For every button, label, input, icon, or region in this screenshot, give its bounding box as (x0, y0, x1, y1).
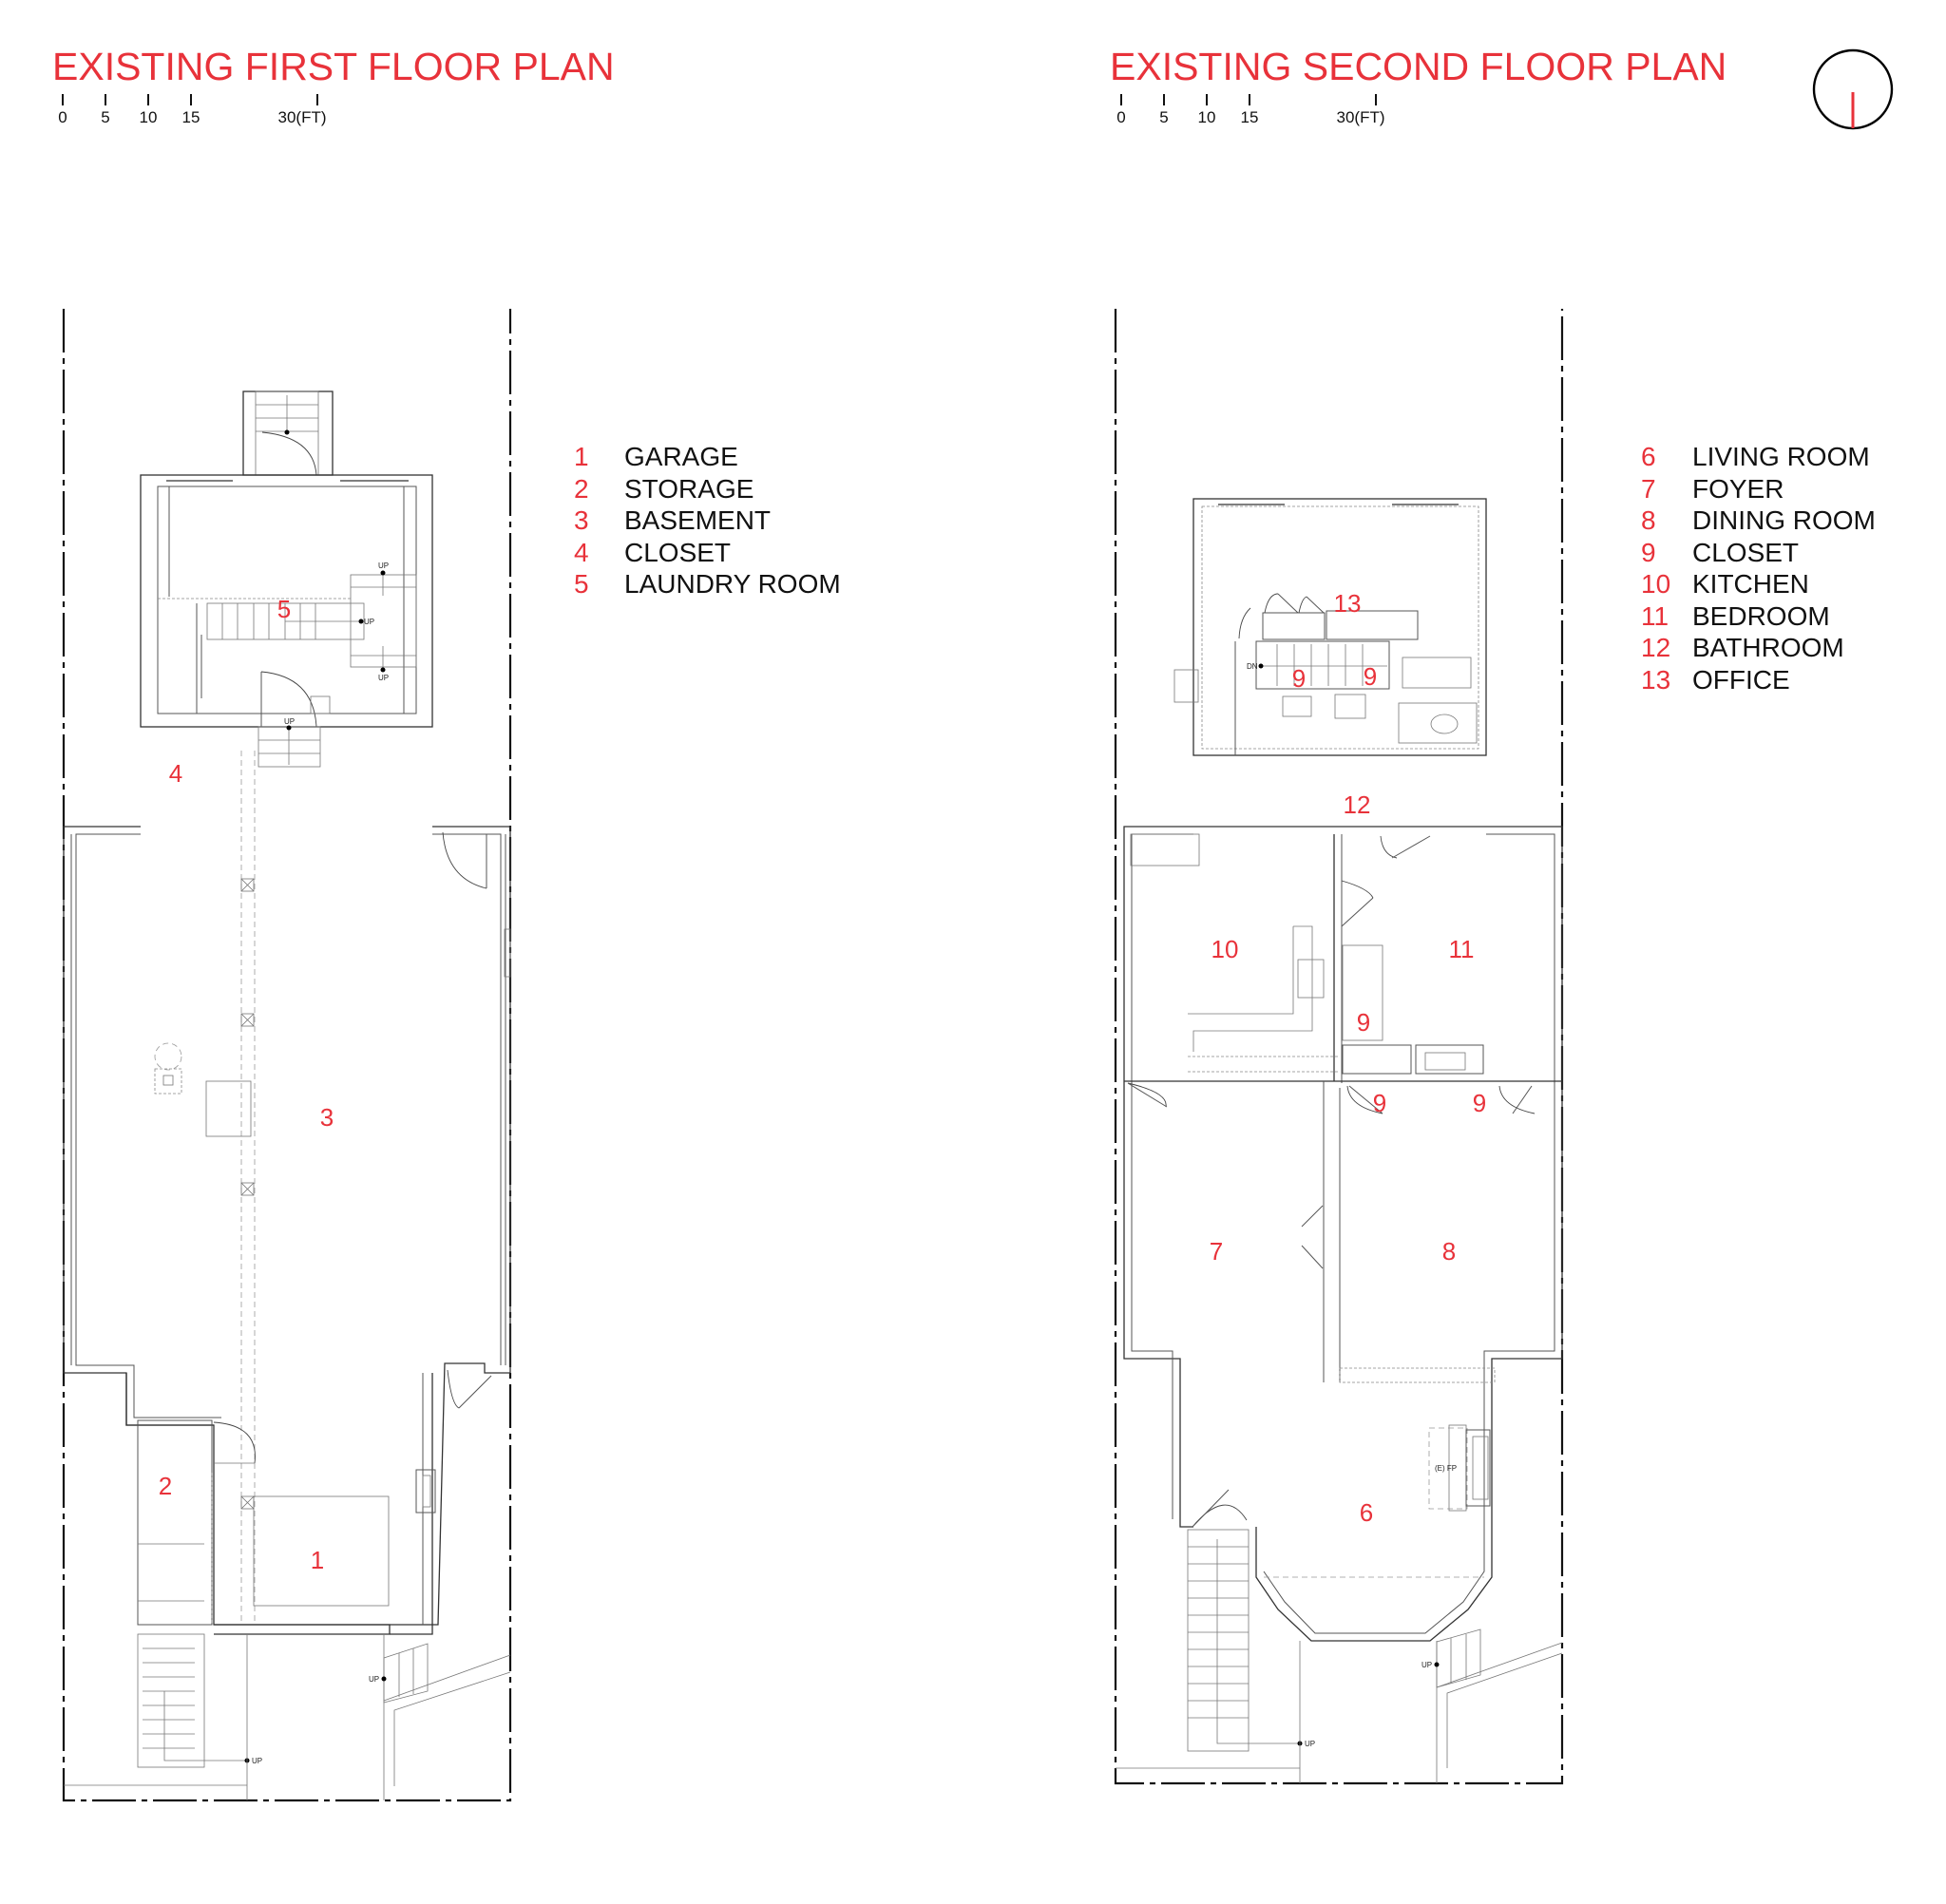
scale-tick-label: 0 (58, 108, 67, 126)
room-tag-closet: 9 (1292, 664, 1306, 693)
legend-label: CLOSET (624, 538, 731, 567)
room-tag-laundry: 5 (277, 595, 291, 623)
room-tag-bedroom: 11 (1449, 935, 1475, 963)
room-tag-garage: 1 (311, 1546, 324, 1574)
stair-up-label: UP (1421, 1661, 1432, 1669)
stair-up-label: UP (252, 1757, 262, 1765)
room-tag-closet: 9 (1357, 1008, 1370, 1037)
room-tag-kitchen: 10 (1211, 935, 1239, 963)
second-floor-title: EXISTING SECOND FLOOR PLAN (1110, 45, 1727, 88)
room-tag-closet: 9 (1473, 1089, 1486, 1117)
stair-up-label: UP (378, 674, 389, 682)
room-tag-storage: 2 (159, 1472, 172, 1500)
second-floor-legend: 6 LIVING ROOM 7 FOYER 8 DINING ROOM 9 CL… (1641, 442, 1876, 695)
room-tag-living-room: 6 (1360, 1498, 1373, 1527)
legend-num: 8 (1641, 505, 1656, 535)
scale-tick-label: 30(FT) (278, 108, 327, 126)
legend-label: LAUNDRY ROOM (624, 569, 841, 599)
legend-label: GARAGE (624, 442, 738, 471)
second-floor-scale-bar: 0 5 10 15 30(FT) (1116, 94, 1385, 126)
room-tag-dining-room: 8 (1442, 1237, 1456, 1266)
stair-up-label: UP (1305, 1740, 1315, 1748)
first-floor-title: EXISTING FIRST FLOOR PLAN (52, 45, 615, 88)
legend-label: BASEMENT (624, 505, 771, 535)
scale-tick-label: 15 (182, 108, 200, 126)
room-tag-office: 13 (1334, 589, 1362, 618)
legend-label: OFFICE (1692, 665, 1790, 695)
legend-label: STORAGE (624, 474, 754, 504)
room-tag-foyer: 7 (1210, 1237, 1223, 1266)
legend-num: 5 (574, 569, 589, 599)
scale-tick-label: 5 (1159, 108, 1168, 126)
room-tag-bathroom: 12 (1344, 790, 1371, 819)
stair-down-label: DN (1247, 662, 1258, 671)
first-floor-plan: UP UP UP UP (62, 309, 512, 1802)
legend-label: BEDROOM (1692, 601, 1830, 631)
legend-num: 12 (1641, 633, 1670, 662)
legend-num: 9 (1641, 538, 1656, 567)
first-floor-scale-bar: 0 5 10 15 30(FT) (58, 94, 327, 126)
legend-num: 10 (1641, 569, 1670, 599)
legend-label: FOYER (1692, 474, 1784, 504)
legend-label: KITCHEN (1692, 569, 1809, 599)
legend-num: 13 (1641, 665, 1670, 695)
north-arrow-icon (1812, 48, 1894, 130)
second-floor-header: EXISTING SECOND FLOOR PLAN 0 5 10 15 30(… (1110, 45, 1727, 126)
fireplace-label: (E) FP (1435, 1464, 1457, 1473)
legend-num: 7 (1641, 474, 1656, 504)
stair-up-label: UP (369, 1675, 379, 1684)
second-floor-plan: DN (1114, 309, 1564, 1785)
legend-num: 2 (574, 474, 589, 504)
legend-num: 3 (574, 505, 589, 535)
legend-num: 6 (1641, 442, 1656, 471)
legend-label: LIVING ROOM (1692, 442, 1870, 471)
first-floor-legend: 1 GARAGE 2 STORAGE 3 BASEMENT 4 CLOSET 5… (574, 442, 841, 599)
scale-tick-label: 15 (1241, 108, 1259, 126)
stair-up-label: UP (364, 618, 374, 626)
room-tag-closet: 9 (1364, 662, 1377, 691)
scale-tick-label: 10 (140, 108, 158, 126)
scale-tick-label: 5 (101, 108, 109, 126)
stair-up-label: UP (284, 717, 295, 726)
legend-label: BATHROOM (1692, 633, 1844, 662)
room-tag-basement: 3 (320, 1103, 334, 1132)
scale-tick-label: 10 (1198, 108, 1216, 126)
legend-num: 1 (574, 442, 589, 471)
legend-label: DINING ROOM (1692, 505, 1876, 535)
legend-num: 4 (574, 538, 589, 567)
stair-up-label: UP (378, 562, 389, 570)
legend-num: 11 (1641, 601, 1669, 631)
room-tag-closet: 4 (169, 759, 182, 788)
first-floor-header: EXISTING FIRST FLOOR PLAN 0 5 10 15 30(F… (52, 45, 615, 126)
legend-label: CLOSET (1692, 538, 1799, 567)
scale-tick-label: 0 (1116, 108, 1125, 126)
scale-tick-label: 30(FT) (1337, 108, 1385, 126)
room-tag-closet: 9 (1373, 1089, 1386, 1117)
